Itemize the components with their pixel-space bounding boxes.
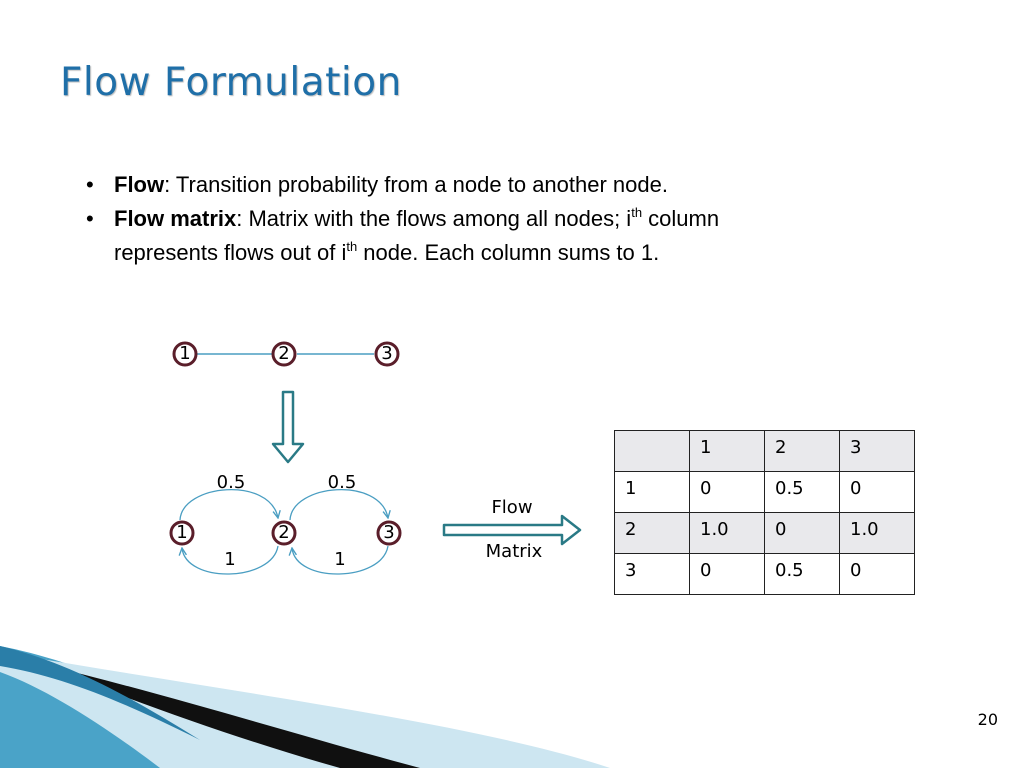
slide-title: Flow Formulation [60,60,402,105]
node-top-2 [271,341,297,367]
bullet-text: : Matrix with the flows among all nodes;… [236,206,632,231]
table-cell: 3 [614,553,690,595]
decorative-swoosh-dark [0,646,200,740]
edge-bottom-2-3-upper [289,488,388,521]
table-cell: 3 [839,430,915,472]
table-row: 1 0 0.5 0 [614,471,915,513]
bullet-term: Flow matrix [114,206,237,231]
bullet-text: : Transition probability from a node to … [164,172,668,197]
table-cell: 1.0 [689,512,765,554]
arrow-label-flow: Flow [491,497,533,518]
node-label-top-3: 3 [381,343,393,364]
arrow-label-matrix: Matrix [485,541,543,562]
table-cell: 0.5 [764,553,840,595]
node-bottom-1 [169,520,195,546]
decorative-swoosh-light [0,652,610,768]
down-arrow-icon [271,390,305,464]
bullet-item-flow-matrix: Flow matrix: Matrix with the flows among… [86,202,806,270]
bullet-text: node. Each column sums to 1. [357,240,660,265]
node-label-top-1: 1 [179,343,191,364]
table-cell: 0 [689,471,765,513]
table-cell: 0 [839,471,915,513]
edge-label-2-3: 0.5 [327,472,357,493]
table-cell: 1 [689,430,765,472]
table-header-row: 1 2 3 [614,430,915,472]
node-bottom-2 [271,520,297,546]
right-arrow-icon [442,514,582,546]
decorative-swoosh-black [40,664,420,768]
page-number: 20 [977,710,998,729]
node-top-3 [374,341,400,367]
table-cell: 0 [839,553,915,595]
table-row: 3 0 0.5 0 [614,553,915,595]
edge-label-1-2: 0.5 [216,472,246,493]
node-top-1 [172,341,198,367]
table-cell: 2 [764,430,840,472]
table-cell: 1 [614,471,690,513]
bullet-text: column represents flows out of i [114,206,720,265]
table-cell: 0.5 [764,471,840,513]
node-label-bottom-3: 3 [383,522,395,543]
edge-label-3-2: 1 [334,549,346,570]
table-cell: 0 [689,553,765,595]
edge-bottom-3-2-lower [292,545,389,575]
edge-label-2-1: 1 [224,549,236,570]
edge-bottom-2-1-lower [182,545,279,575]
edge-bottom-1-2-upper [179,488,278,521]
node-bottom-3 [376,520,402,546]
node-label-top-2: 2 [278,343,290,364]
bullet-term: Flow [114,172,165,197]
bullet-list: Flow: Transition probability from a node… [86,168,806,270]
table-cell: 0 [764,512,840,554]
superscript: th [346,239,358,254]
table-row: 2 1.0 0 1.0 [614,512,915,554]
node-label-bottom-1: 1 [176,522,188,543]
flow-matrix-table: 1 2 3 1 0 0.5 0 2 1.0 0 1.0 3 0 0.5 0 [614,430,915,595]
bullet-item-flow: Flow: Transition probability from a node… [86,168,806,202]
superscript: th [631,205,643,220]
node-label-bottom-2: 2 [278,522,290,543]
table-cell: 2 [614,512,690,554]
table-cell [614,430,690,472]
table-cell: 1.0 [839,512,915,554]
